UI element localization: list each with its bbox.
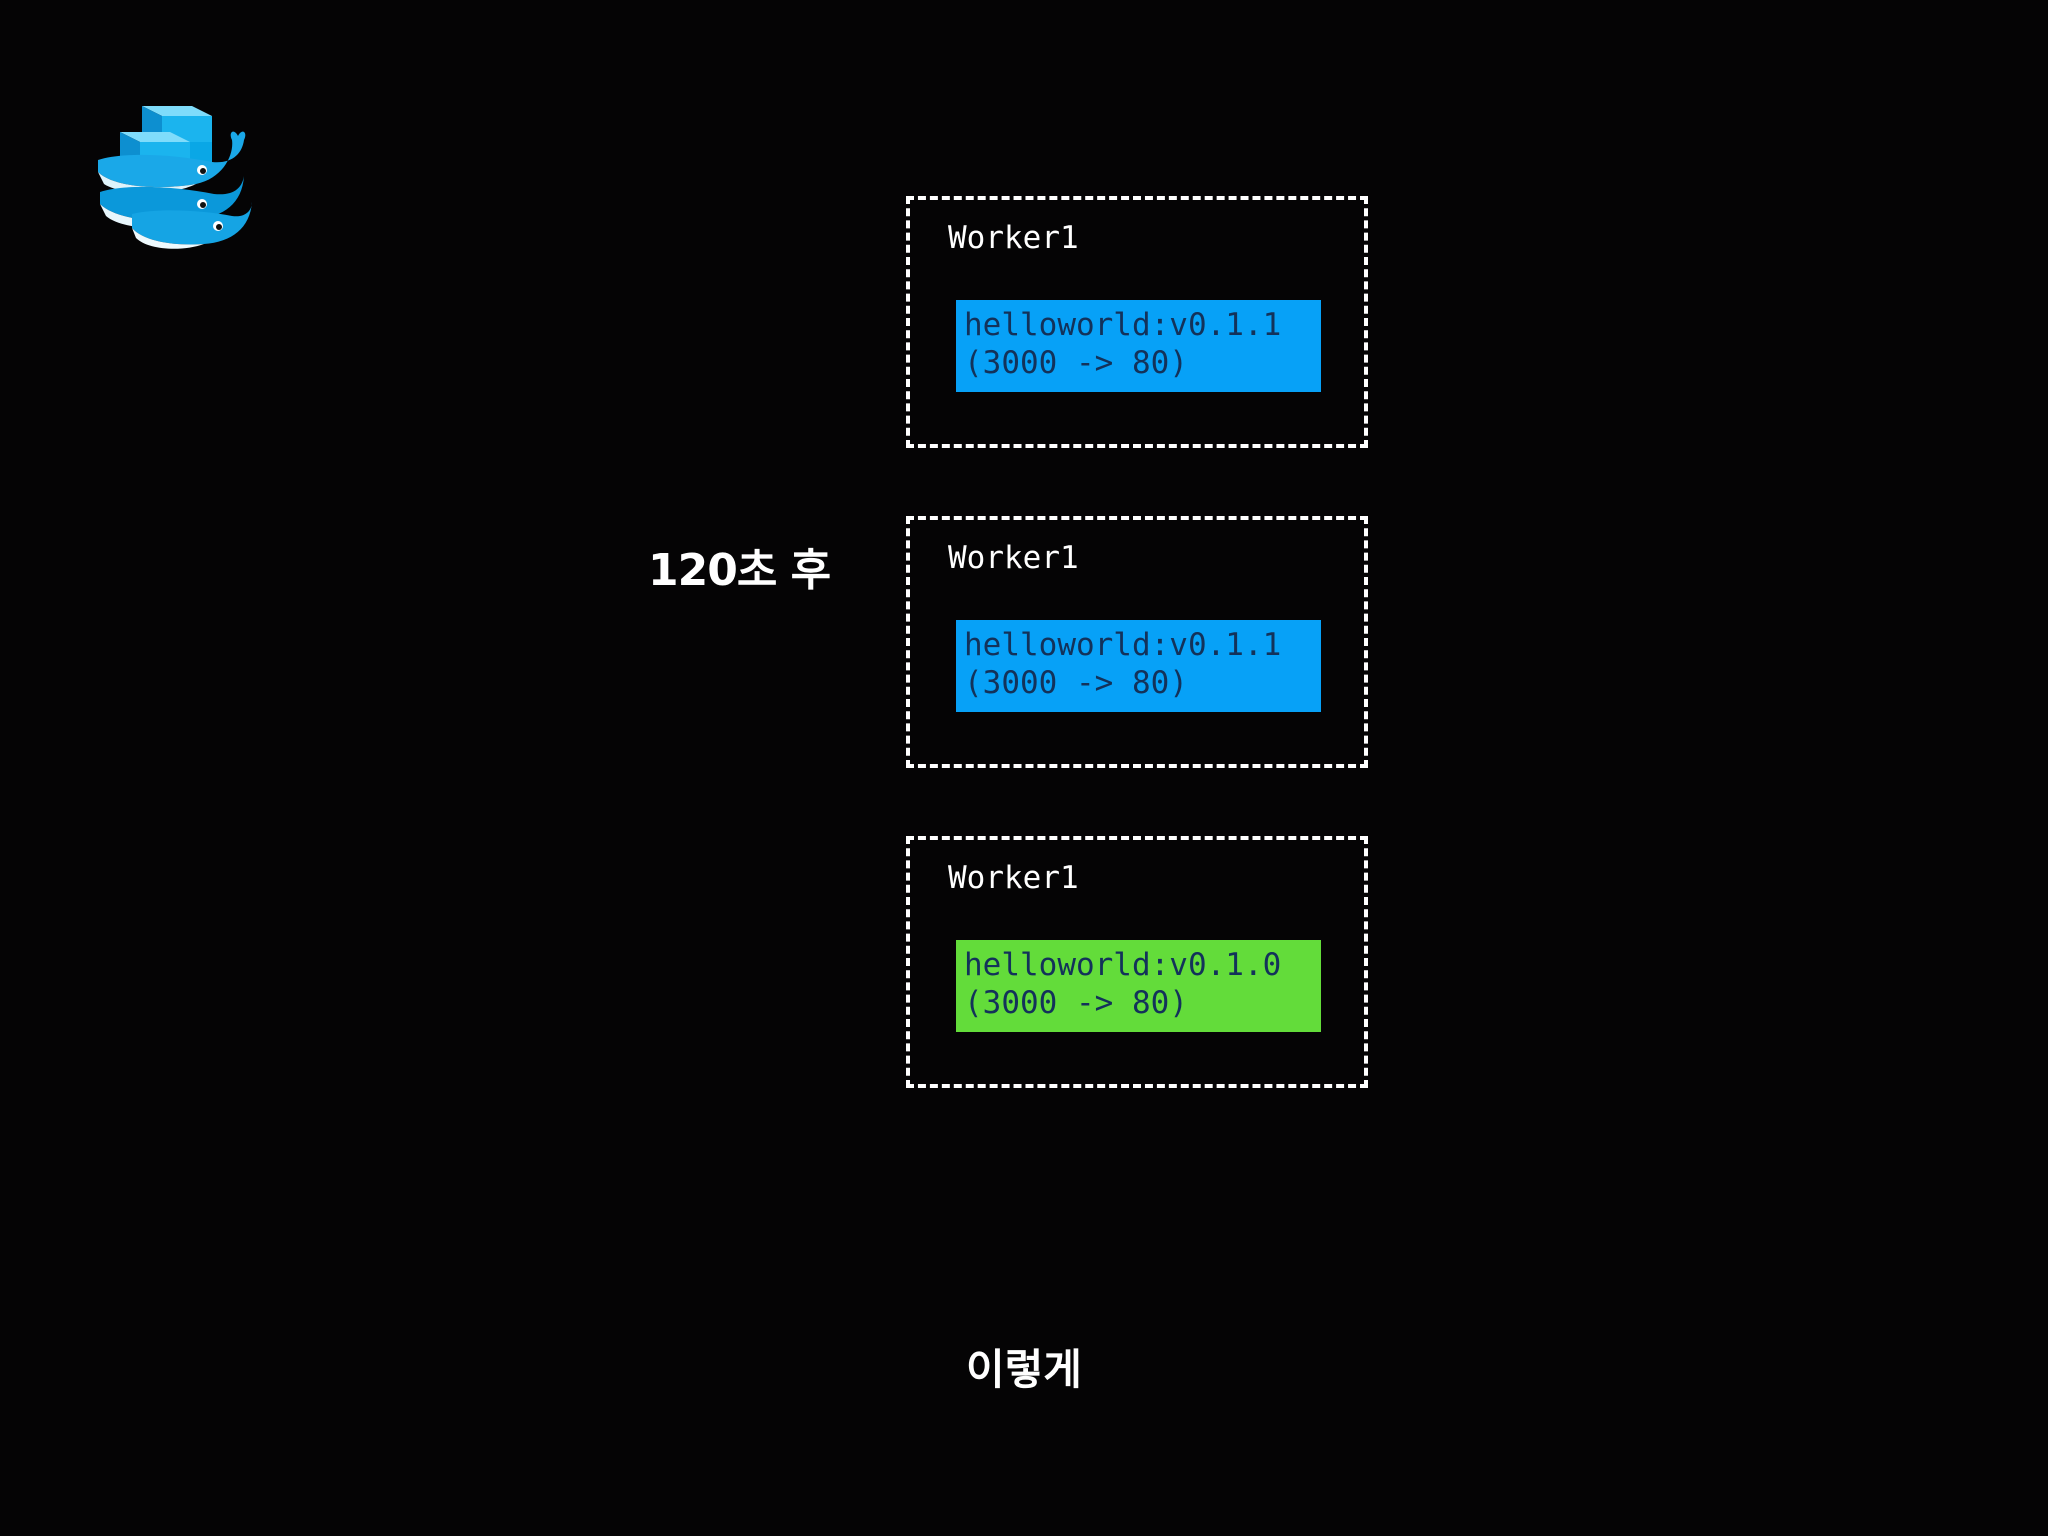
worker-node: Worker1 helloworld:v0.1.1 (3000 -> 80) [906,196,1368,448]
time-label: 120초 후 [648,545,831,596]
worker-title: Worker1 [948,540,1079,576]
container-ports: (3000 -> 80) [964,665,1188,701]
container-box: helloworld:v0.1.1 (3000 -> 80) [956,620,1321,712]
container-ports: (3000 -> 80) [964,345,1188,381]
container-image: helloworld:v0.1.1 [964,307,1282,343]
container-image: helloworld:v0.1.1 [964,627,1282,663]
container-image: helloworld:v0.1.0 [964,947,1282,983]
worker-title: Worker1 [948,860,1079,896]
footer-caption: 이렇게 [966,1345,1082,1394]
container-ports: (3000 -> 80) [964,985,1188,1021]
container-box: helloworld:v0.1.0 (3000 -> 80) [956,940,1321,1032]
worker-title: Worker1 [948,220,1079,256]
docker-whales-stacked-icon [92,92,252,252]
worker-node: Worker1 helloworld:v0.1.1 (3000 -> 80) [906,516,1368,768]
container-box: helloworld:v0.1.1 (3000 -> 80) [956,300,1321,392]
worker-node: Worker1 helloworld:v0.1.0 (3000 -> 80) [906,836,1368,1088]
